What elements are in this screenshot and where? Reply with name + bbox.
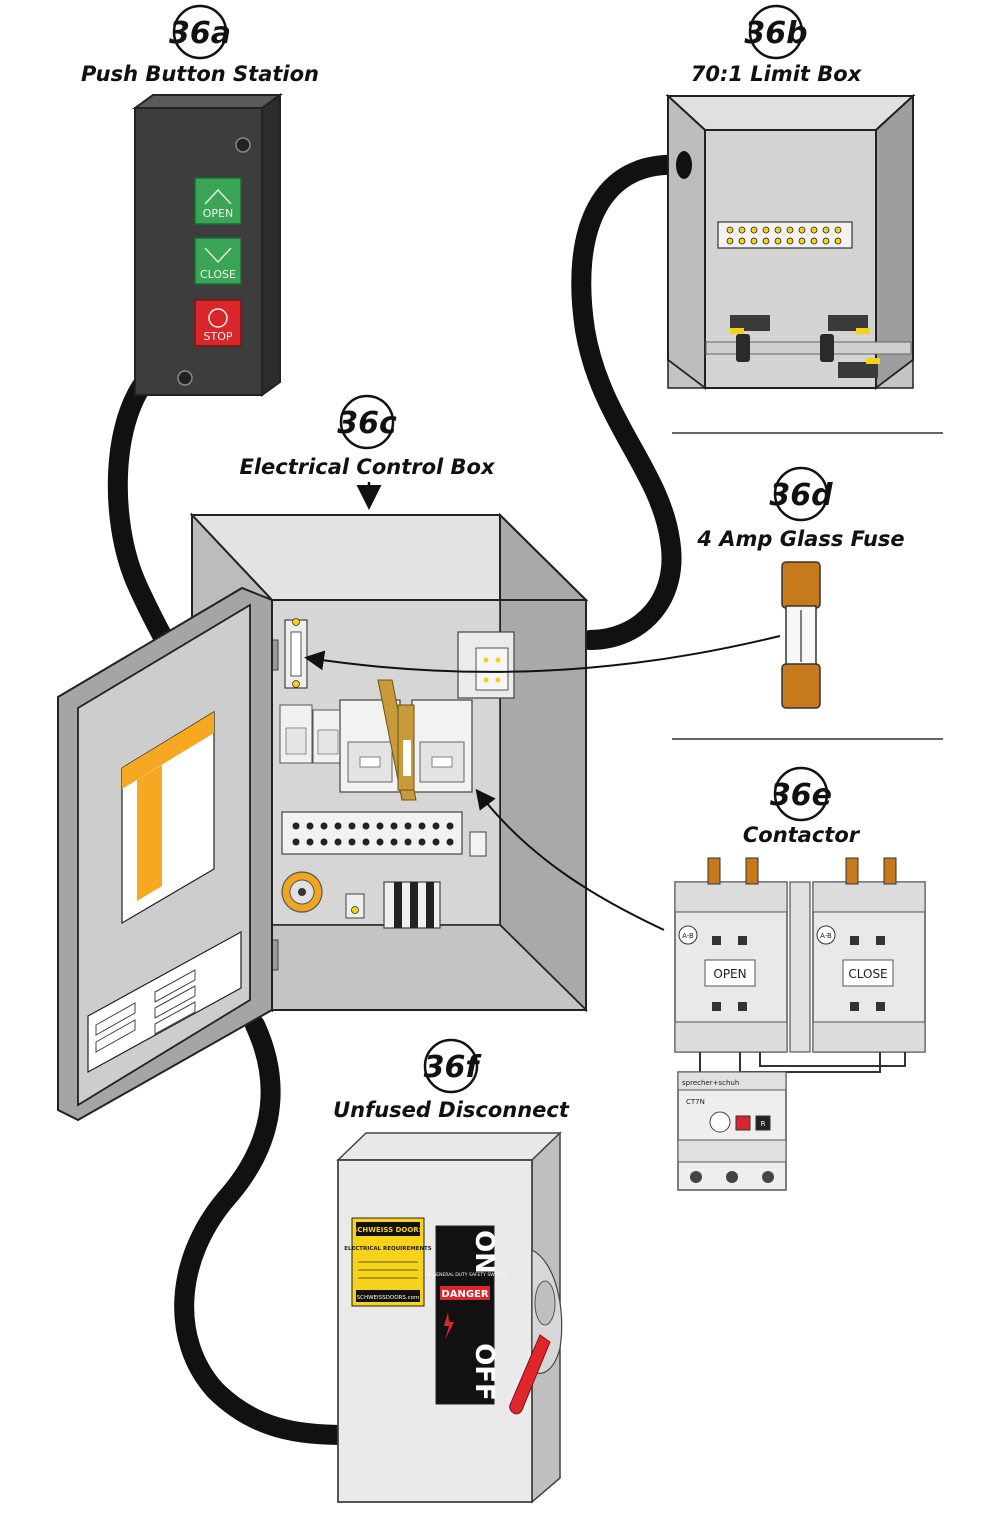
adjust-dial-icon — [709, 1111, 731, 1133]
callout-36c-number: 36c — [337, 406, 397, 441]
callout-36d-number: 36d — [769, 478, 833, 513]
close-button-label: CLOSE — [200, 268, 236, 281]
callout-36a: 36a Push Button Station — [81, 4, 319, 86]
transformer — [457, 631, 515, 699]
fuse-holder — [284, 618, 308, 689]
sticker-title: ELECTRICAL REQUIREMENTS — [344, 1246, 432, 1252]
danger-label: DANGER — [441, 1289, 488, 1300]
callout-36b: 36b 70:1 Limit Box — [691, 4, 863, 86]
overload-model: CT7N — [686, 1098, 705, 1106]
stop-button[interactable]: STOP — [194, 299, 242, 347]
relay-base — [279, 704, 313, 764]
limit-switch — [828, 315, 870, 334]
control-box-door — [57, 586, 273, 1122]
contactor-close-label: CLOSE — [848, 967, 887, 981]
callout-36c: 36c Electrical Control Box — [239, 394, 496, 510]
callout-36d: 36d 4 Amp Glass Fuse — [696, 466, 905, 551]
limit-switch — [838, 358, 880, 378]
sticker-web: SCHWEISSDOORS.com — [357, 1295, 420, 1301]
overload-reset-label: R — [761, 1120, 766, 1128]
overload-maker: sprecher+schuh — [682, 1079, 739, 1087]
contactor-brand: A-B — [682, 932, 694, 940]
cable-control-box-to-disconnect — [174, 1015, 355, 1445]
auxiliary-contact — [789, 881, 811, 1053]
open-button-label: OPEN — [203, 207, 233, 220]
switch-name: GE GENERAL DUTY SAFETY SWITCH — [425, 1272, 505, 1278]
overload-relay: sprecher+schuh CT7N R — [677, 1071, 787, 1191]
door-label-white — [87, 930, 242, 1074]
callout-36b-number: 36b — [744, 16, 807, 51]
arrow-contactor-to-box — [475, 788, 665, 931]
chevron-up-icon — [204, 188, 232, 205]
limit-switch — [730, 315, 770, 334]
close-button[interactable]: CLOSE — [194, 237, 242, 285]
interlock-bar — [377, 679, 417, 801]
callout-36a-number: 36a — [169, 16, 231, 51]
lightning-icon — [444, 1312, 454, 1340]
callout-36a-title: Push Button Station — [81, 62, 319, 86]
control-box-contactor — [411, 699, 473, 793]
overload-test-button[interactable] — [735, 1115, 751, 1131]
cable-limitbox-to-control-box — [571, 154, 690, 650]
callout-36c-title: Electrical Control Box — [239, 455, 496, 479]
callout-36d-title: 4 Amp Glass Fuse — [696, 527, 904, 551]
sticker-brand: SCHWEISS DOORS — [352, 1226, 424, 1234]
contactor-open-label: OPEN — [713, 967, 746, 981]
callout-36e-title: Contactor — [743, 823, 861, 847]
glass-fuse — [781, 561, 821, 709]
arrow-fuse-to-holder — [304, 635, 781, 673]
limit-shaft — [705, 334, 912, 362]
power-terminal-block — [383, 881, 441, 929]
chevron-down-icon — [204, 247, 232, 264]
disconnect-handle[interactable] — [509, 1249, 563, 1415]
callout-36e-number: 36e — [770, 778, 832, 813]
electrical-control-box — [57, 512, 589, 1122]
stop-button-label: STOP — [204, 330, 233, 343]
open-button[interactable]: OPEN — [194, 177, 242, 225]
screw-icon — [177, 370, 193, 386]
contactor-open: A-B OPEN — [674, 857, 788, 1053]
unfused-disconnect: SCHWEISS DOORS ELECTRICAL REQUIREMENTS S… — [336, 1131, 563, 1504]
contactor-wiring — [699, 1052, 906, 1075]
switch-on-label: ON — [469, 1230, 499, 1274]
control-box-terminal-strip — [281, 811, 487, 857]
switch-face-plate: ON GE GENERAL DUTY SAFETY SWITCH DANGER … — [425, 1225, 505, 1405]
callout-36b-title: 70:1 Limit Box — [691, 62, 863, 86]
ground-block — [345, 893, 365, 919]
ab-logo-icon — [678, 925, 698, 945]
callout-36f: 36f Unfused Disconnect — [333, 1038, 570, 1122]
contactor-close: A-B CLOSE — [812, 857, 926, 1053]
control-socket — [281, 871, 323, 913]
cable-pushbutton-to-control-box — [107, 365, 185, 670]
schweiss-sticker: SCHWEISS DOORS ELECTRICAL REQUIREMENTS S… — [344, 1217, 432, 1307]
contactor-brand: A-B — [820, 932, 832, 940]
ab-logo-icon — [816, 925, 836, 945]
switch-off-label: OFF — [469, 1343, 499, 1401]
callout-36f-title: Unfused Disconnect — [333, 1098, 570, 1122]
stop-circle-icon — [208, 308, 228, 328]
relay-base — [312, 709, 344, 764]
cables — [107, 154, 690, 1445]
push-button-station: OPEN CLOSE STOP — [131, 93, 284, 397]
contactor-assembly: A-B OPEN A-B CLOSE — [674, 857, 926, 1191]
callout-36f-number: 36f — [424, 1050, 483, 1085]
limit-box — [665, 93, 916, 391]
screw-icon — [235, 137, 251, 153]
callout-36e: 36e Contactor — [743, 766, 861, 847]
terminal-strip — [717, 221, 853, 249]
overload-reset-button[interactable]: R — [755, 1115, 771, 1131]
cable-entry-icon — [676, 151, 692, 179]
door-label-orange — [121, 710, 215, 925]
